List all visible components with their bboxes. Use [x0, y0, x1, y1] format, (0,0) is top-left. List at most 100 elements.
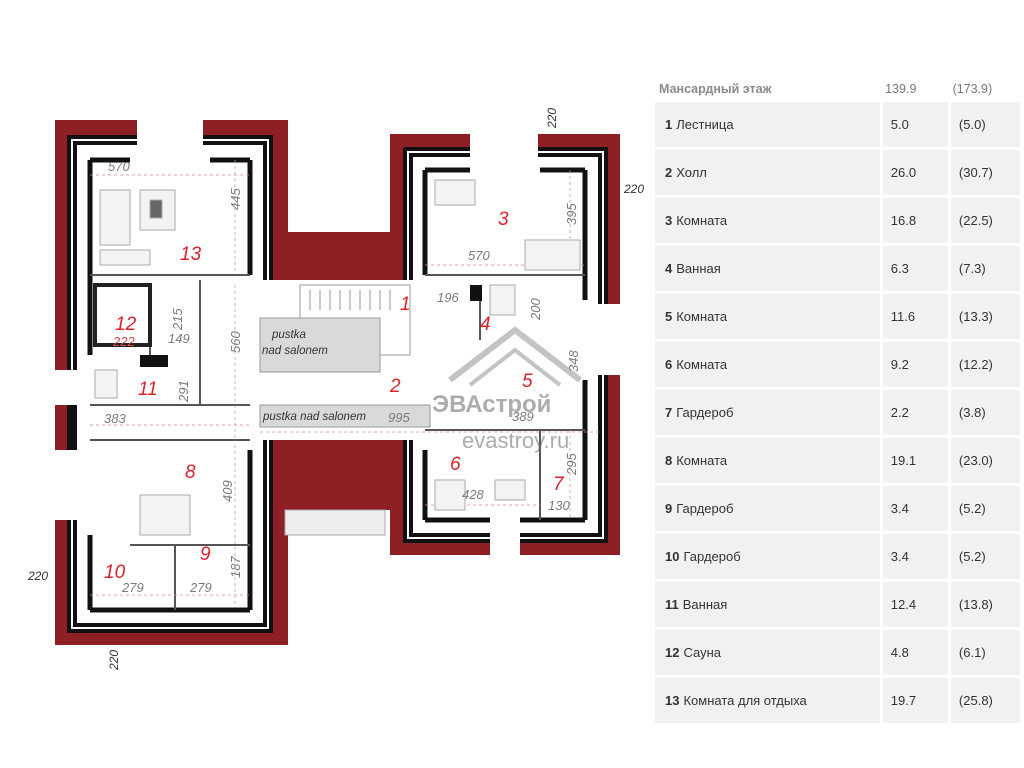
room-number: 8	[665, 453, 673, 468]
room-number: 2	[665, 165, 673, 180]
dim-295: 295	[564, 453, 579, 476]
room-name: Гардероб	[683, 549, 741, 564]
dim-560: 560	[228, 331, 243, 353]
room-name: Холл	[676, 165, 707, 180]
room-gross-area: (23.0)	[950, 438, 1020, 483]
room-13-label: 13	[180, 244, 202, 265]
void-upper-label-1: pustka	[271, 329, 306, 341]
room-2-label: 2	[389, 376, 401, 397]
room-gross-area: (3.8)	[950, 390, 1020, 435]
ext-dim-right: 220	[623, 182, 644, 196]
room-name: Комната	[676, 213, 728, 228]
room-area: 19.1	[882, 438, 948, 483]
room-number: 12	[665, 645, 680, 660]
dim-428: 428	[462, 487, 484, 502]
dimensions: 570 445 215 222 149 560 291 383 409 279 …	[104, 159, 581, 595]
room-name: Комната	[676, 309, 728, 324]
table-gross-total: (173.9)	[952, 82, 993, 96]
void-lower	[259, 404, 431, 428]
dim-383: 383	[104, 411, 126, 426]
room-gross-area: (25.8)	[950, 678, 1020, 723]
dim-149: 149	[168, 331, 190, 346]
room-11-label: 11	[138, 379, 158, 400]
room-gross-area: (5.0)	[950, 102, 1020, 147]
room-name: Сауна	[683, 645, 721, 660]
dim-279-b: 279	[189, 580, 212, 595]
room-area: 3.4	[882, 486, 948, 531]
room-gross-area: (6.1)	[950, 630, 1020, 675]
room-number: 1	[665, 117, 673, 132]
dim-291: 291	[176, 380, 191, 403]
room-area: 11.6	[882, 294, 948, 339]
dim-222: 222	[112, 334, 135, 349]
room-8-label: 8	[185, 462, 196, 483]
table-header: Мансардный этаж 139.9 (173.9)	[655, 76, 1020, 102]
furniture	[94, 179, 581, 536]
room-number: 6	[665, 357, 673, 372]
room-1-label: 1	[400, 294, 411, 315]
room-name: Ванная	[682, 597, 728, 612]
room-area: 19.7	[882, 678, 948, 723]
room-number: 11	[665, 597, 679, 612]
room-gross-area: (30.7)	[950, 150, 1020, 195]
room-number: 7	[665, 405, 673, 420]
watermark-site: evastroy.ru	[462, 428, 569, 453]
room-area: 26.0	[882, 150, 948, 195]
room-gross-area: (13.3)	[950, 294, 1020, 339]
room-name: Комната	[676, 453, 728, 468]
room-area: 2.2	[882, 390, 948, 435]
room-area: 16.8	[882, 198, 948, 243]
room-gross-area: (13.8)	[950, 582, 1020, 627]
floor-plan: pustka nad salonem pustka nad salonem 13…	[27, 108, 644, 671]
room-number: 3	[665, 213, 673, 228]
void-upper	[259, 317, 381, 373]
dim-445: 445	[228, 188, 243, 210]
watermark: ЭВАстрой evastroy.ru	[432, 326, 582, 453]
room-10-label: 10	[104, 562, 126, 583]
room-numbers: 13 12 11 1 2 3 4 5 6 7 8 9 10	[104, 209, 565, 583]
room-5-label: 5	[522, 371, 533, 392]
room-number: 9	[665, 501, 673, 516]
dim-200: 200	[528, 298, 543, 321]
room-number: 10	[665, 549, 680, 564]
ext-dim-top: 220	[545, 108, 559, 129]
void-lower-label: pustka nad salonem	[262, 411, 366, 423]
dim-570-room13: 570	[108, 159, 130, 174]
room-gross-area: (22.5)	[950, 198, 1020, 243]
room-area: 3.4	[882, 534, 948, 579]
dim-995: 995	[388, 410, 410, 425]
room-4-label: 4	[480, 314, 491, 335]
room-7-label: 7	[553, 474, 565, 495]
room-number: 5	[665, 309, 673, 324]
room-name: Комната для отдыха	[683, 693, 807, 708]
room-area: 5.0	[882, 102, 948, 147]
room-9-label: 9	[200, 544, 211, 565]
room-name: Лестница	[676, 117, 734, 132]
room-area: 4.8	[882, 630, 948, 675]
room-gross-area: (12.2)	[950, 342, 1020, 387]
dim-389: 389	[512, 409, 534, 424]
room-gross-area: (5.2)	[950, 534, 1020, 579]
room-area: 12.4	[882, 582, 948, 627]
room-name: Гардероб	[676, 501, 734, 516]
ext-dim-left: 220	[27, 569, 48, 583]
room-12-label: 12	[115, 314, 137, 335]
dim-395: 395	[564, 203, 579, 225]
ext-dim-bottom: 220	[107, 650, 121, 671]
watermark-brand: ЭВАстрой	[432, 391, 551, 418]
sauna-block	[93, 283, 152, 347]
table-area-total: 139.9	[885, 82, 917, 96]
dim-570-room3: 570	[468, 248, 490, 263]
